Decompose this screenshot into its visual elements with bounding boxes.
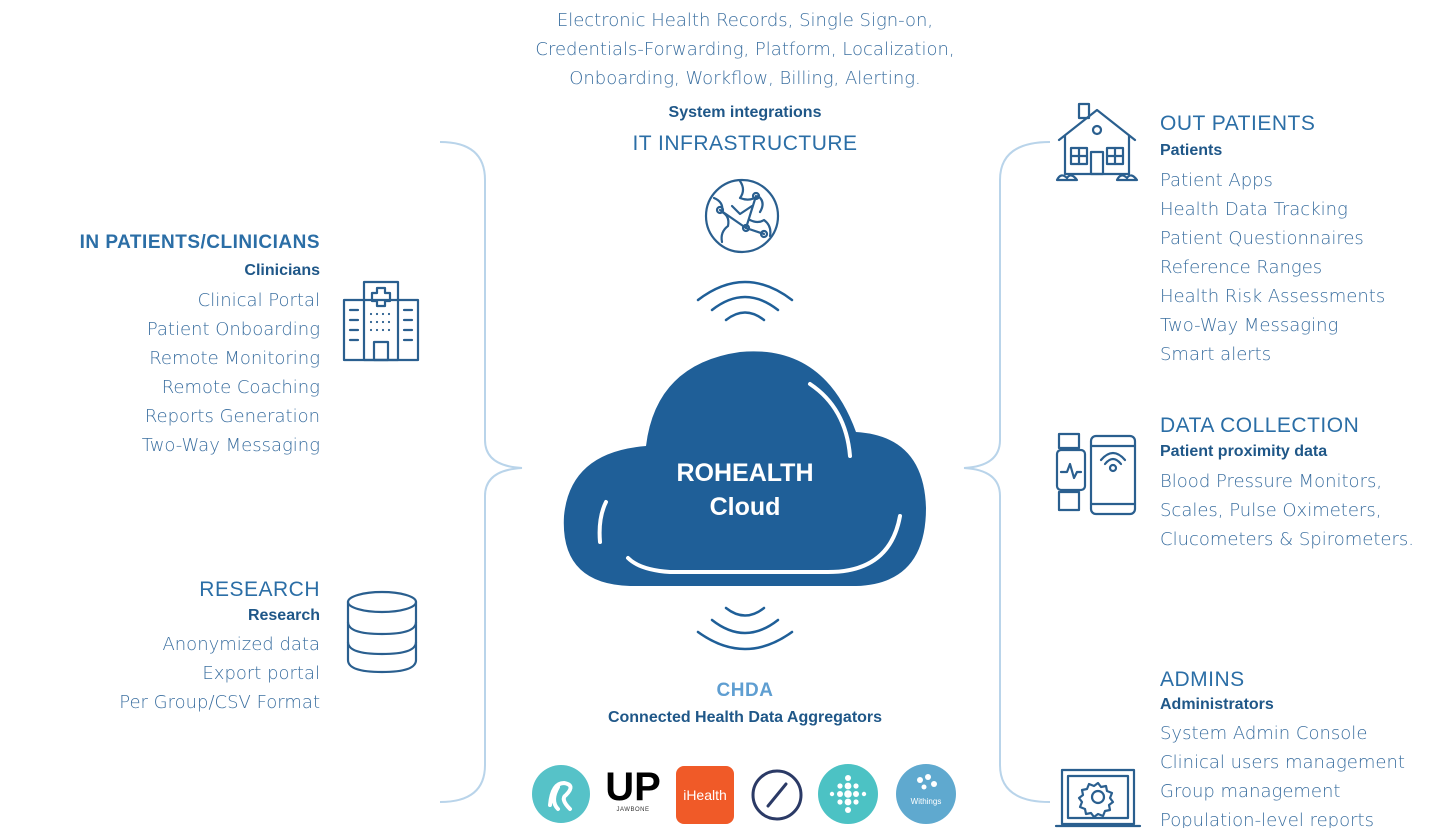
admins-title: ADMINS <box>1160 668 1245 691</box>
datacollection-title: DATA COLLECTION <box>1160 414 1360 437</box>
jawbone-up-logo: UP <box>605 765 661 809</box>
list-item: Group management <box>1160 781 1341 802</box>
list-item: Clucometers & Spirometers. <box>1160 529 1414 550</box>
clinicians-subtitle: Clinicians <box>244 262 320 279</box>
outpatients-subtitle: Patients <box>1160 142 1223 159</box>
list-item: Export portal <box>202 663 320 684</box>
withings-dots-icon <box>917 774 937 790</box>
right-bracket <box>963 141 1051 803</box>
logo-ihealth: iHealth <box>676 766 734 824</box>
research-list: Anonymized data Export portal Per Group/… <box>0 630 320 717</box>
list-item: Two-Way Messaging <box>141 435 320 456</box>
research-title: RESEARCH <box>199 578 320 601</box>
list-item: Anonymized data <box>162 634 320 655</box>
outpatients-list: Patient Apps Health Data Tracking Patien… <box>1160 166 1440 369</box>
list-item: Per Group/CSV Format <box>119 692 320 713</box>
clinicians-title: IN PATIENTS/CLINICIANS <box>79 232 320 253</box>
cloud-label: ROHEALTH Cloud <box>676 459 814 521</box>
chda-title: CHDA <box>716 680 774 701</box>
clinicians-list: Clinical Portal Patient Onboarding Remot… <box>0 286 320 460</box>
chda-subtitle: Connected Health Data Aggregators <box>607 709 883 726</box>
admins-list: System Admin Console Clinical users mana… <box>1160 719 1440 828</box>
list-item: Smart alerts <box>1160 344 1272 365</box>
list-item: Remote Monitoring <box>149 348 320 369</box>
list-item: Patient Apps <box>1160 170 1273 191</box>
hospital-icon <box>342 280 420 362</box>
research-subtitle: Research <box>247 607 320 624</box>
list-item: Patient Questionnaires <box>1160 228 1364 249</box>
left-bracket <box>439 141 523 803</box>
outpatients-title: OUT PATIENTS <box>1160 112 1316 135</box>
it-subtitle: System integrations <box>668 104 822 121</box>
withings-logo: Withings <box>910 797 942 806</box>
list-item: Two-Way Messaging <box>1160 315 1339 336</box>
integrations-list: Electronic Health Records, Single Sign-o… <box>535 10 955 89</box>
list-item: Blood Pressure Monitors, <box>1160 471 1383 492</box>
it-title: IT INFRASTRUCTURE <box>632 132 858 155</box>
rounds-logo <box>548 780 573 811</box>
house-icon <box>1055 102 1139 182</box>
admins-subtitle: Administrators <box>1160 696 1274 713</box>
list-item: Scales, Pulse Oximeters, <box>1160 500 1382 521</box>
list-item: Patient Onboarding <box>146 319 320 340</box>
fitbit-logo <box>829 775 867 813</box>
logo-fitbit <box>818 764 878 824</box>
signal-bottom-icon <box>696 606 794 651</box>
list-item: Health Risk Assessments <box>1160 286 1386 307</box>
logo-withings: Withings <box>896 764 956 824</box>
ihealth-logo: iHealth <box>683 787 727 803</box>
smartwatch-phone-icon <box>1055 432 1137 516</box>
logo-rounds <box>532 765 590 823</box>
datacollection-subtitle: Patient proximity data <box>1160 443 1328 460</box>
datacollection-list: Blood Pressure Monitors, Scales, Pulse O… <box>1160 467 1440 554</box>
list-item: Reports Generation <box>144 406 320 427</box>
list-item: Reference Ranges <box>1160 257 1323 278</box>
list-item: System Admin Console <box>1160 723 1368 744</box>
withings-clock-logo <box>751 769 803 821</box>
list-item: Clinical users management <box>1160 752 1405 773</box>
logo-jawbone: UP JAWBONE <box>605 765 661 813</box>
list-item: Population-level reports <box>1160 810 1374 828</box>
signal-top-icon <box>696 280 794 322</box>
globe-icon <box>704 178 780 254</box>
list-item: Remote Coaching <box>161 377 320 398</box>
list-item: Clinical Portal <box>197 290 320 311</box>
list-item: Health Data Tracking <box>1160 199 1348 220</box>
laptop-gear-icon <box>1054 768 1142 828</box>
cloud-shape <box>563 351 926 586</box>
database-icon <box>346 590 418 674</box>
